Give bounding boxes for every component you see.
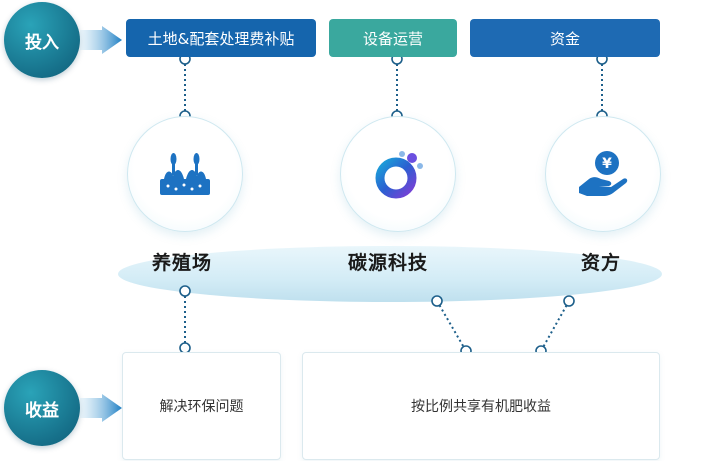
platform-ellipse [118,246,662,302]
input-tag: 投入 [4,2,80,78]
carbon-logo-icon [375,151,423,199]
outcome-label: 按比例共享有机肥收益 [411,399,551,415]
output-tag-label: 收益 [25,400,59,421]
input-box-funds: 资金 [470,19,660,57]
input-arrow-icon [80,26,122,54]
party-label-farm: 养殖场 [152,252,213,274]
farm-icon [160,153,210,195]
outcome-box-environment: 解决环保问题 [122,352,281,460]
input-box-label: 设备运营 [362,29,423,48]
input-box-label: 资金 [549,29,580,48]
investor-node: ¥ [545,116,661,232]
input-box-label: 土地&配套处理费补贴 [147,29,295,48]
farm-node [127,116,243,232]
outcome-box-share-profit: 按比例共享有机肥收益 [302,352,660,460]
svg-text:¥: ¥ [602,156,612,172]
input-tag-label: 投入 [25,32,59,53]
carbon-tech-node [340,116,456,232]
party-label-investor: 资方 [581,252,622,274]
party-label-carbon: 碳源科技 [348,252,429,274]
output-arrow-icon [80,394,122,422]
outcome-label: 解决环保问题 [159,399,244,415]
input-box-equipment: 设备运营 [329,19,457,57]
hand-yuan-icon: ¥ [579,151,628,196]
input-box-land-subsidy: 土地&配套处理费补贴 [126,19,316,57]
output-tag: 收益 [4,370,80,446]
